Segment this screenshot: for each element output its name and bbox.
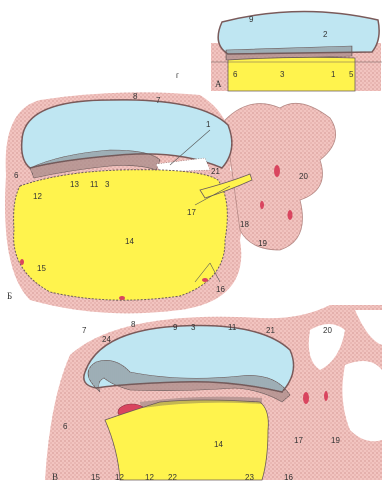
label-v-19: 19 (331, 436, 340, 445)
label-b-7: 7 (156, 96, 161, 105)
label-v-15: 15 (91, 473, 100, 482)
panel-v-letter: В (52, 472, 58, 482)
label-b-11: 11 (90, 180, 99, 189)
label-v-8: 8 (131, 320, 136, 329)
label-v-20: 20 (323, 326, 332, 335)
panel-v-vessel-2 (324, 391, 328, 401)
label-a-6: 6 (233, 70, 238, 79)
label-a-2: 2 (323, 30, 328, 39)
label-b-21: 21 (211, 167, 220, 176)
label-b-15: 15 (37, 264, 46, 273)
panel-a-yolk-sac (228, 57, 355, 91)
panel-v-vessel-1 (303, 392, 309, 404)
label-b-18: 18 (240, 220, 249, 229)
label-v-11: 11 (228, 323, 237, 332)
label-v-3: 3 (191, 323, 196, 332)
label-v-21: 21 (266, 326, 275, 335)
panel-b-vessel-5 (119, 296, 125, 300)
label-v-24: 24 (102, 335, 111, 344)
label-v-14: 14 (214, 440, 223, 449)
panel-a-letter: А (215, 79, 222, 89)
label-v-23: 23 (245, 473, 254, 482)
label-a-5: 5 (349, 70, 354, 79)
label-v-7: 7 (82, 326, 87, 335)
panel-b-vessel-1 (274, 165, 280, 177)
panel-v-yolk-sac (105, 400, 268, 480)
label-v-16: 16 (284, 473, 293, 482)
label-b-17: 17 (187, 208, 196, 217)
panel-b: 8 7 1 6 12 13 11 3 21 20 17 18 19 14 15 … (5, 92, 336, 313)
panel-a: 9 2 6 3 1 5 А г (176, 11, 382, 91)
label-v-17: 17 (294, 436, 303, 445)
label-a-3: 3 (280, 70, 285, 79)
label-v-9: 9 (173, 323, 178, 332)
label-b-19: 19 (258, 239, 267, 248)
panel-b-vessel-6 (202, 278, 208, 282)
panel-v: 7 24 8 9 3 11 21 20 6 15 12 12 22 14 23 … (45, 305, 382, 482)
label-a-9: 9 (249, 15, 254, 24)
label-v-6: 6 (63, 422, 68, 431)
label-b-3: 3 (105, 180, 110, 189)
label-b-1: 1 (206, 120, 211, 129)
label-b-16: 16 (216, 285, 225, 294)
label-v-12a: 12 (115, 473, 124, 482)
label-b-14: 14 (125, 237, 134, 246)
panel-b-yolk-sac (14, 170, 228, 300)
panel-b-letter: Б (7, 291, 12, 301)
label-v-12b: 12 (145, 473, 154, 482)
label-a-1: 1 (331, 70, 336, 79)
label-b-8: 8 (133, 92, 138, 101)
label-b-20: 20 (299, 172, 308, 181)
label-b-13: 13 (70, 180, 79, 189)
label-v-22: 22 (168, 473, 177, 482)
panel-b-vessel-4 (20, 259, 24, 265)
label-b-6: 6 (14, 171, 19, 180)
label-small-g: г (176, 71, 179, 80)
panel-b-vessel-2 (288, 210, 293, 220)
label-b-12: 12 (33, 192, 42, 201)
panel-b-vessel-3 (260, 201, 264, 209)
